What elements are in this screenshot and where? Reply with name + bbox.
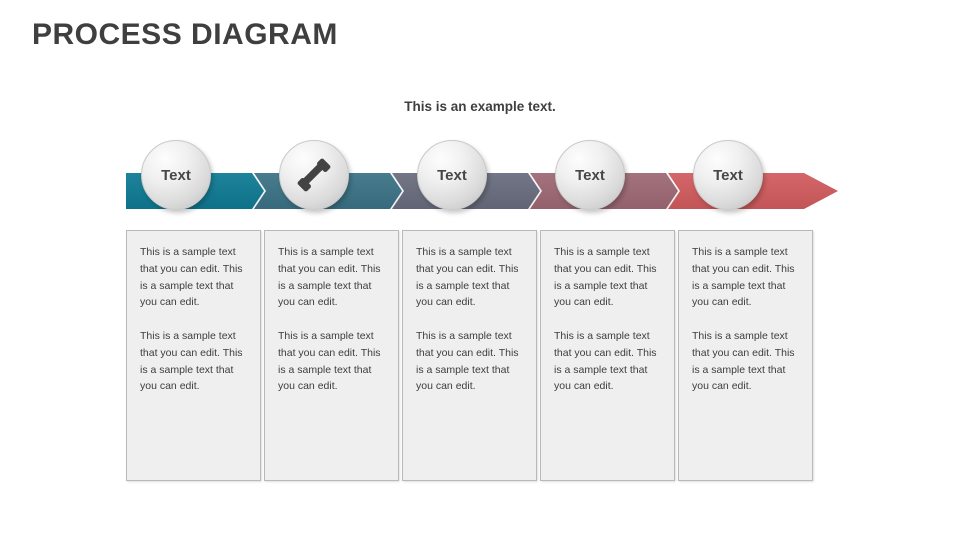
step-node-4-label: Text bbox=[575, 166, 605, 184]
panel-paragraph: This is a sample text that you can edit.… bbox=[416, 246, 519, 309]
panel-paragraph: This is a sample text that you can edit.… bbox=[278, 246, 381, 309]
panel-paragraph: This is a sample text that you can edit.… bbox=[278, 329, 381, 393]
panel-paragraph: This is a sample text that you can edit.… bbox=[140, 329, 243, 393]
step-panel-3[interactable]: This is a sample text that you can edit.… bbox=[402, 230, 537, 481]
panel-paragraph: This is a sample text that you can edit.… bbox=[416, 329, 519, 393]
step-panel-4[interactable]: This is a sample text that you can edit.… bbox=[540, 230, 675, 481]
step-panel-2[interactable]: This is a sample text that you can edit.… bbox=[264, 230, 399, 481]
step-node-1[interactable]: Text bbox=[141, 140, 211, 210]
panel-paragraph: This is a sample text that you can edit.… bbox=[140, 246, 243, 309]
panel-paragraph: This is a sample text that you can edit.… bbox=[554, 246, 657, 309]
step-node-3[interactable]: Text bbox=[417, 140, 487, 210]
subtitle-text: This is an example text. bbox=[404, 99, 556, 114]
step-node-5-label: Text bbox=[713, 166, 743, 184]
panel-paragraph: This is a sample text that you can edit.… bbox=[692, 329, 795, 393]
step-node-5[interactable]: Text bbox=[693, 140, 763, 210]
step-node-4[interactable]: Text bbox=[555, 140, 625, 210]
step-node-2[interactable] bbox=[279, 140, 349, 210]
panel-paragraph: This is a sample text that you can edit.… bbox=[554, 329, 657, 393]
panel-paragraph: This is a sample text that you can edit.… bbox=[692, 246, 795, 309]
telephone-handset-icon bbox=[292, 153, 336, 197]
step-panel-1[interactable]: This is a sample text that you can edit.… bbox=[126, 230, 261, 481]
step-node-1-label: Text bbox=[161, 166, 191, 184]
step-panel-5[interactable]: This is a sample text that you can edit.… bbox=[678, 230, 813, 481]
page-title: PROCESS DIAGRAM bbox=[32, 18, 338, 51]
step-node-3-label: Text bbox=[437, 166, 467, 184]
